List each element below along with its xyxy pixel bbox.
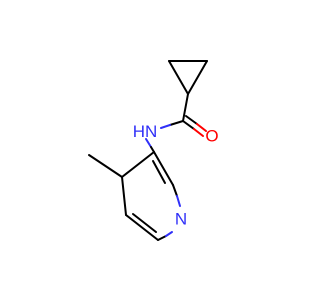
bond-py-c4-c5 — [121, 176, 127, 216]
amide-h-label: H — [133, 122, 145, 141]
bond-py-c3-c2 — [153, 151, 174, 186]
carbonyl-oxygen-label: O — [205, 127, 218, 146]
pyridine-ring — [121, 151, 181, 241]
bond-cp-carbonyl — [182, 93, 189, 122]
bond-py-c5-c6 — [125, 214, 159, 241]
bond-cp-left — [168, 60, 189, 95]
bond-carbonyl-n-hetero — [160, 124, 171, 129]
ring-nitrogen-label: N — [175, 210, 187, 229]
bond-co2-part1 — [185, 115, 198, 125]
bond-co2-part2 — [196, 123, 207, 132]
bond-methyl — [88, 154, 123, 178]
cyclopropane-ring — [168, 60, 208, 95]
amide-nitrogen-label: HN — [133, 122, 158, 141]
bond-co-part2 — [193, 128, 204, 137]
bond-py-c3-c2-inner — [152, 160, 166, 184]
amide-n-symbol: N — [145, 122, 157, 141]
bond-carbonyl-n — [169, 120, 184, 126]
bond-py-c6-n — [157, 235, 167, 241]
bond-n-pyridine-hetero — [145, 138, 152, 148]
bond-py-c6-n-hetero — [165, 231, 173, 237]
bond-cp-right — [187, 60, 208, 95]
carbonyl-double-bond — [182, 115, 207, 137]
bond-py-c3-c4 — [121, 151, 155, 178]
molecule-structure-diagram: HN O N — [88, 60, 219, 241]
bond-py-c5-c6-inner — [132, 213, 157, 233]
bond-py-c2-n — [172, 184, 178, 197]
bond-co-part1 — [182, 120, 195, 130]
bond-py-c2-n-hetero — [176, 195, 181, 207]
